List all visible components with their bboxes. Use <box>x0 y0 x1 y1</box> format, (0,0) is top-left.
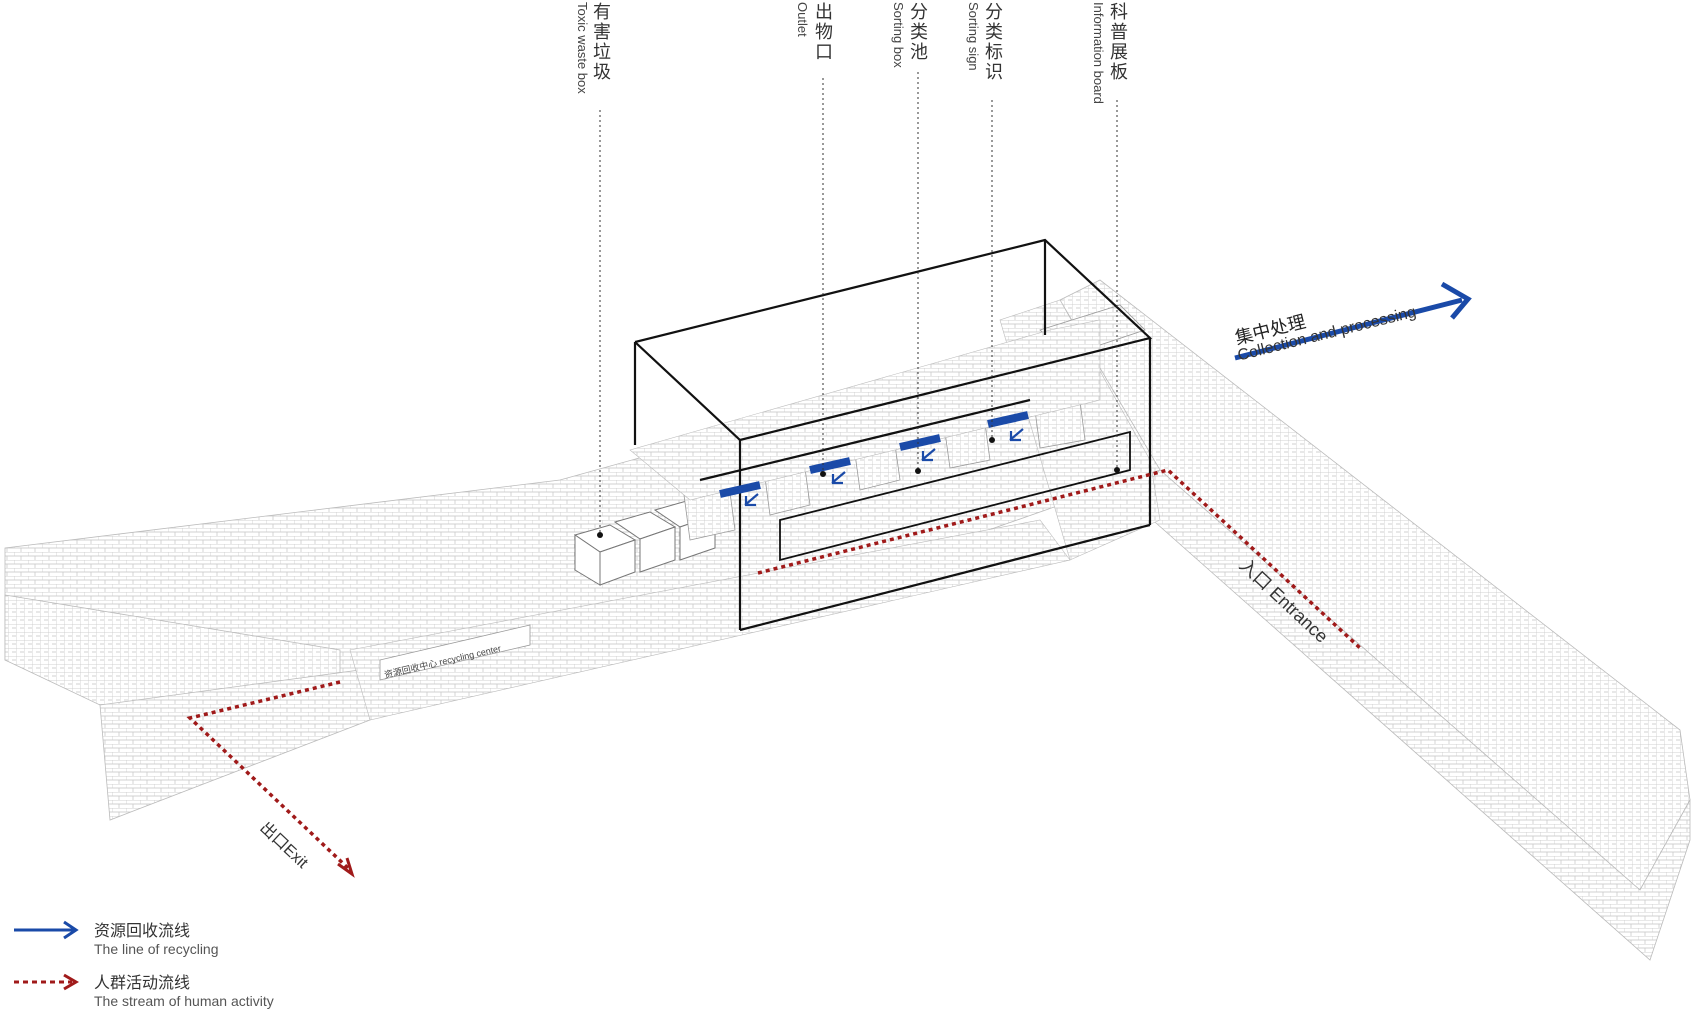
callout-board-en: Information board <box>1091 2 1106 104</box>
legend-human-zh: 人群活动流线 <box>94 975 191 992</box>
callout-toxic-en: Toxic waste box <box>575 2 590 94</box>
callout-sortingbox-en: Sorting box <box>891 2 906 68</box>
callout-sortingbox-zh: 分类池 <box>908 2 928 62</box>
callout-sign-zh: 分类标识 <box>983 2 1003 82</box>
callout-leaders <box>599 72 1118 535</box>
callout-dots <box>597 437 1120 538</box>
legend-arrow-human <box>63 973 79 991</box>
callout-sign-en: Sorting sign <box>966 2 981 71</box>
collection-arrowhead <box>1440 281 1472 320</box>
callout-board-zh: 科普展板 <box>1108 2 1128 82</box>
building-frame <box>633 238 1153 632</box>
legend-human-en: The stream of human activity <box>94 993 274 1009</box>
legend-recycling-en: The line of recycling <box>94 941 219 957</box>
collection-arrow <box>1234 297 1463 361</box>
brick-platform <box>4 279 1691 961</box>
legend-recycling-zh: 资源回收流线 <box>94 923 191 940</box>
legend-arrow-recycling <box>63 920 79 940</box>
legend-human: 人群活动流线 The stream of human activity <box>94 969 274 1009</box>
exit-arrowhead <box>337 857 355 878</box>
callout-outlet-en: Outlet <box>795 2 810 37</box>
recycling-bars <box>719 411 1029 498</box>
legend-recycling: 资源回收流线 The line of recycling <box>94 917 219 957</box>
callout-toxic-zh: 有害垃圾 <box>591 2 611 82</box>
callout-outlet-zh: 出物口 <box>813 2 833 62</box>
recycling-arrows <box>744 428 1024 507</box>
human-activity-path <box>186 468 1362 872</box>
